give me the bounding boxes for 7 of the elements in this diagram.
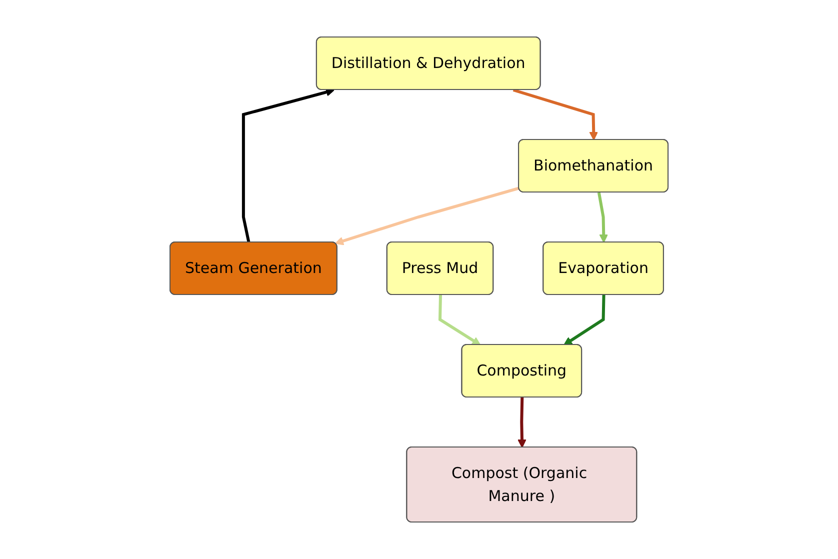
arrow <box>564 294 606 346</box>
arrow <box>518 397 526 448</box>
arrow <box>242 88 335 243</box>
arrow <box>597 192 608 243</box>
arrow <box>512 88 598 140</box>
arrow <box>438 294 481 346</box>
arrow <box>334 186 520 246</box>
